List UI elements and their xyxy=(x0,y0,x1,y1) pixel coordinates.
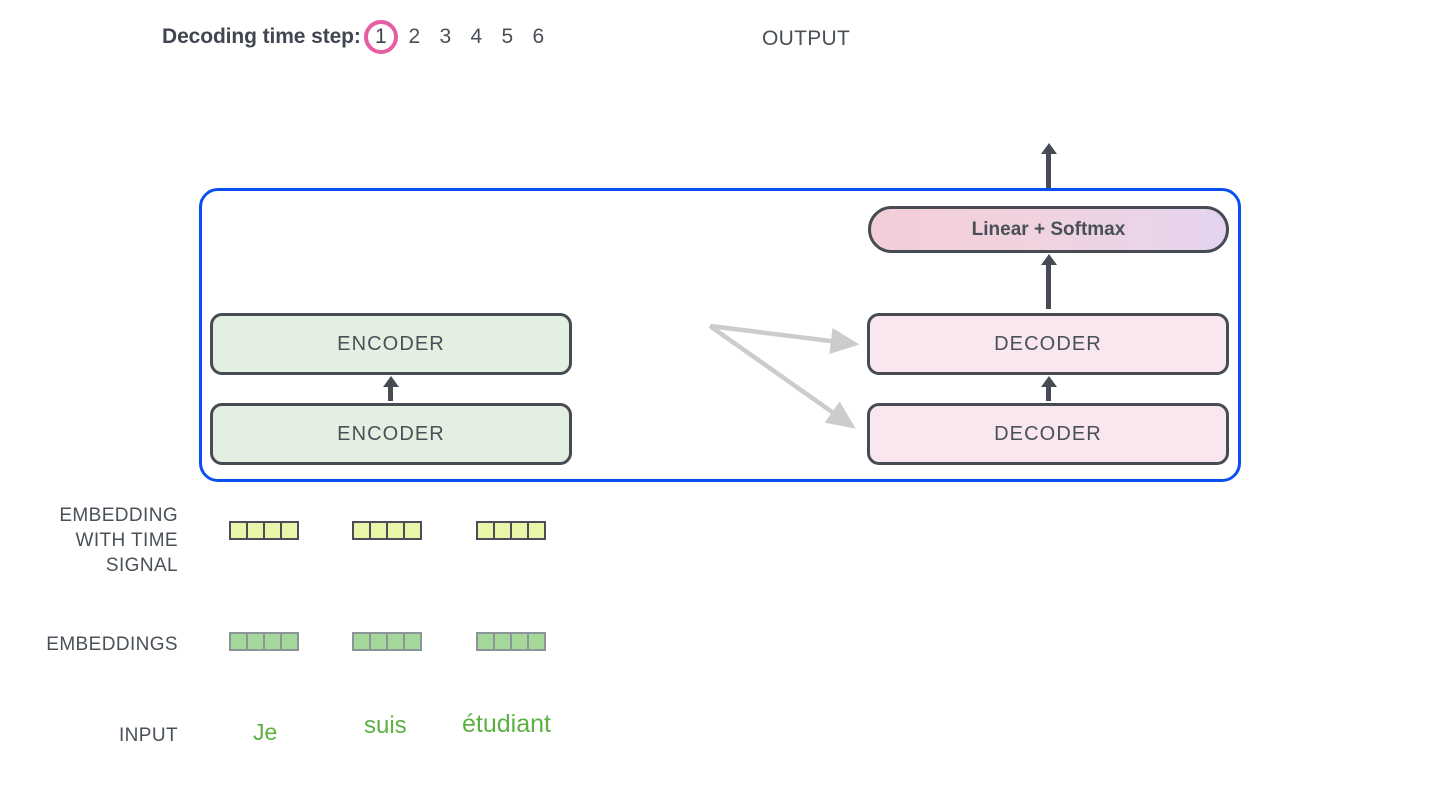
embedding-with-time-signal-label: EMBEDDING WITH TIME SIGNAL xyxy=(0,503,178,578)
decoder-top-label: DECODER xyxy=(994,332,1102,355)
vector-cell xyxy=(280,521,299,540)
output-label: OUTPUT xyxy=(762,27,851,50)
timestep-option-5[interactable]: 5 xyxy=(501,25,514,48)
transformer-model-container xyxy=(199,188,1241,482)
timestep-option-6[interactable]: 6 xyxy=(532,25,545,48)
cross-attention-arrows-icon xyxy=(708,323,860,429)
input-token-1: suis xyxy=(364,712,407,739)
embedding-with-time-signal-line1: EMBEDDING xyxy=(59,505,178,526)
encoder-block-top: ENCODER xyxy=(210,313,572,375)
embedding-vector-0 xyxy=(229,632,299,651)
timestep-option-1-label: 1 xyxy=(374,25,387,48)
timestep-option-1[interactable]: 1 xyxy=(363,20,398,54)
linear-softmax-label: Linear + Softmax xyxy=(971,218,1126,240)
decoding-timestep-label: Decoding time step: xyxy=(162,25,361,48)
timestep-option-3[interactable]: 3 xyxy=(439,25,452,48)
decoder-to-softmax-arrow-icon xyxy=(1046,263,1051,309)
vector-cell xyxy=(403,521,422,540)
decoder-bottom-label: DECODER xyxy=(994,422,1102,445)
encoder-stack-arrow-icon xyxy=(388,385,393,401)
timestep-option-2[interactable]: 2 xyxy=(408,25,421,48)
embedding-with-time-signal-line2: WITH TIME xyxy=(75,530,178,551)
vector-cell xyxy=(527,632,546,651)
time-signal-vector-1 xyxy=(352,521,422,540)
embedding-vector-2 xyxy=(476,632,546,651)
vector-cell xyxy=(527,521,546,540)
vector-cell xyxy=(280,632,299,651)
decoder-block-bottom: DECODER xyxy=(867,403,1229,465)
encoder-top-label: ENCODER xyxy=(337,332,445,355)
time-signal-vector-0 xyxy=(229,521,299,540)
decoder-block-top: DECODER xyxy=(867,313,1229,375)
encoder-bottom-label: ENCODER xyxy=(337,422,445,445)
output-arrow-icon xyxy=(1046,152,1051,188)
decoder-stack-arrow-icon xyxy=(1046,385,1051,401)
embeddings-label: EMBEDDINGS xyxy=(46,634,178,655)
embedding-with-time-signal-line3: SIGNAL xyxy=(105,555,178,576)
embedding-vector-1 xyxy=(352,632,422,651)
encoder-block-bottom: ENCODER xyxy=(210,403,572,465)
input-token-2: étudiant xyxy=(462,710,551,738)
timestep-option-4[interactable]: 4 xyxy=(470,25,483,48)
input-token-0: Je xyxy=(253,719,278,745)
vector-cell xyxy=(403,632,422,651)
time-signal-vector-2 xyxy=(476,521,546,540)
input-label: INPUT xyxy=(119,725,178,746)
linear-softmax-block: Linear + Softmax xyxy=(868,206,1229,253)
decoding-timestep-bar: Decoding time step: 1 2 3 4 5 6 xyxy=(162,20,554,54)
